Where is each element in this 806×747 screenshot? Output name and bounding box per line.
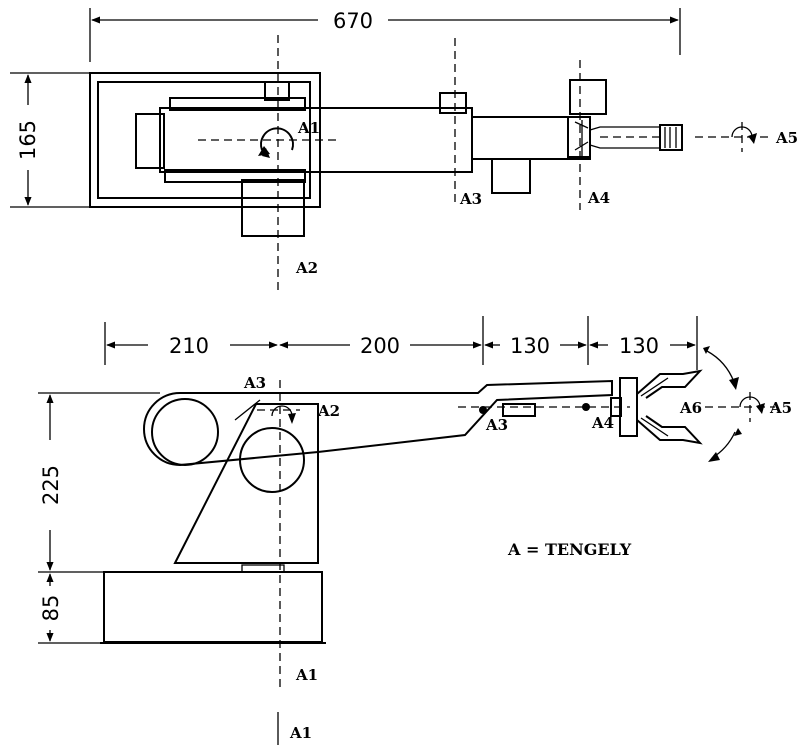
wrist-joint [567,116,591,158]
elbow-cap-top [439,92,467,114]
axis-label-a3: A3 [485,416,508,434]
gripper-end [659,124,683,151]
side-view: 210 200 130 130 225 85 [38,316,792,690]
gripper-finger-bottom [636,415,703,445]
upper-arm [143,379,613,467]
axis-label-a4: A4 [591,414,614,432]
bottom-axis-marker: A1 [277,712,312,745]
axis-label-a3: A3 [459,190,482,208]
dim-label-130-b: 130 [619,334,659,358]
dim-label-165: 165 [16,120,40,160]
upper-arm-counterweight [151,398,219,466]
dim-label-85: 85 [39,595,63,622]
dim-label-670: 670 [333,9,373,33]
joint-a4 [582,403,590,411]
axis-label-a2: A2 [317,402,340,420]
axis-a5-symbol [731,126,757,144]
robot-base [103,571,323,643]
axis-label-a3-top: A3 [243,374,266,392]
forearm-top-view [471,116,591,160]
axis-label-a1: A1 [295,666,318,684]
motor-a2 [241,179,305,237]
axis-label-a1-bottom: A1 [289,724,312,742]
dim-label-225: 225 [39,465,63,505]
gripper-finger-top [636,369,703,399]
dim-label-130-a: 130 [510,334,550,358]
horizontal-dimensions: 210 200 130 130 [104,316,698,370]
base-neck [241,564,285,573]
column-lower-circle [239,427,305,493]
dim-label-210: 210 [169,334,209,358]
elbow-motor-bottom [491,158,531,194]
legend-text: A = TENGELY [507,540,632,559]
wrist-box [569,79,607,115]
axis-a1-symbol [258,127,294,158]
axis-label-a4: A4 [587,189,610,207]
column [173,403,319,564]
axis-label-a5: A5 [775,129,798,147]
dimension-670: 670 [89,8,681,62]
joint-a3 [479,406,487,414]
axis-label-a6: A6 [679,399,702,417]
forearm-window [502,403,536,417]
axis-a5-side-symbol [739,396,765,414]
upper-arm-cap [264,81,290,101]
upper-arm-strip-top [169,97,306,111]
rotation-arc-upper [706,350,735,383]
dimension-165: 165 [10,72,90,208]
shoulder-block [135,113,165,169]
vertical-dimensions: 225 85 [38,392,160,644]
axis-label-a1: A1 [297,119,320,137]
upper-arm-strip-bottom [164,169,306,183]
axis-label-a5: A5 [769,399,792,417]
dim-label-200: 200 [360,334,400,358]
top-view: 670 165 [10,8,798,290]
axis-label-a2: A2 [295,259,318,277]
axis-a2-symbol [271,405,296,424]
